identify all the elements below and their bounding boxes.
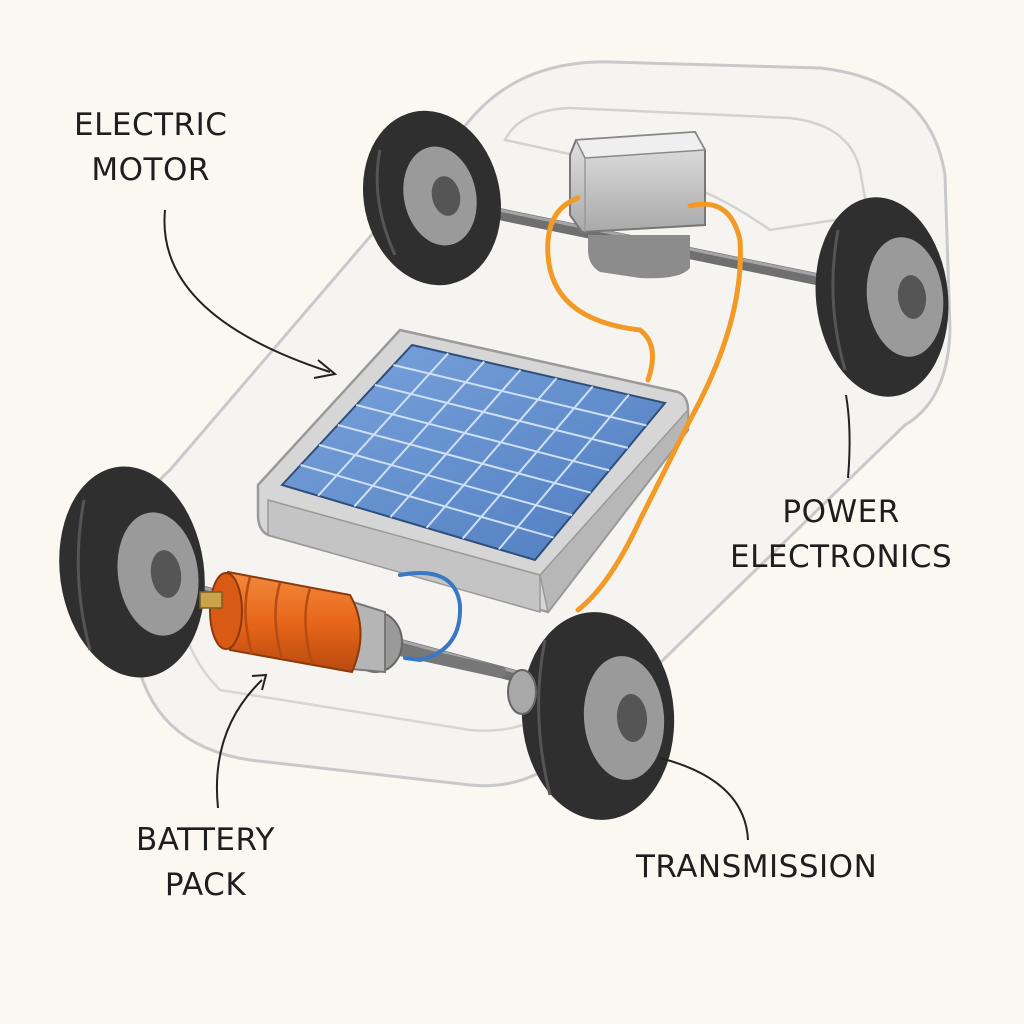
arrowhead-electric-motor — [313, 359, 338, 379]
wheel-rear-right — [521, 612, 675, 820]
label-power-electronics-line2: ELECTRONICS — [730, 539, 953, 575]
battery-grid-line — [498, 394, 630, 550]
wheel-rear-left — [59, 466, 205, 678]
leader-line-electric-motor — [163, 209, 331, 373]
label-transmission-text: TRANSMISSION — [636, 849, 878, 885]
battery-grid-line — [317, 352, 449, 497]
label-electric-motor: ELECTRIC MOTOR — [74, 103, 227, 193]
leader-line-battery-pack — [215, 679, 263, 809]
leader-line-power-electronics — [845, 394, 851, 479]
battery-grid-line — [318, 444, 573, 517]
label-power-electronics: POWER ELECTRONICS — [730, 490, 952, 580]
battery-grid-line — [374, 384, 629, 449]
wheel-front-right — [815, 197, 949, 397]
battery-grid-line — [300, 464, 554, 539]
battery-grid-line — [353, 360, 486, 508]
arrowhead-battery-pack — [251, 673, 268, 691]
label-electric-motor-line2: MOTOR — [91, 152, 210, 188]
leader-lines — [163, 209, 851, 841]
label-power-electronics-line1: POWER — [782, 494, 900, 530]
label-battery-pack-line2: PACK — [164, 867, 247, 903]
battery-grid-line — [393, 364, 647, 427]
label-electric-motor-line1: ELECTRIC — [74, 107, 228, 143]
label-battery-pack-line1: BATTERY — [136, 822, 275, 858]
label-transmission: TRANSMISSION — [636, 845, 877, 890]
power-electronics-unit — [569, 130, 707, 279]
battery-pack-unit — [256, 328, 690, 614]
battery-cell-grid — [300, 352, 647, 550]
label-battery-pack: BATTERY PACK — [136, 818, 275, 908]
electric-motor-unit — [199, 570, 506, 678]
cables — [398, 195, 743, 663]
battery-grid-line — [389, 369, 522, 518]
leader-line-transmission — [659, 757, 749, 841]
transmission-unit — [507, 669, 537, 715]
battery-grid-line — [356, 404, 610, 472]
wheel-front-left — [363, 110, 501, 286]
battery-grid-line — [337, 424, 591, 494]
battery-grid-line — [461, 385, 594, 540]
battery-grid-line — [425, 377, 558, 529]
